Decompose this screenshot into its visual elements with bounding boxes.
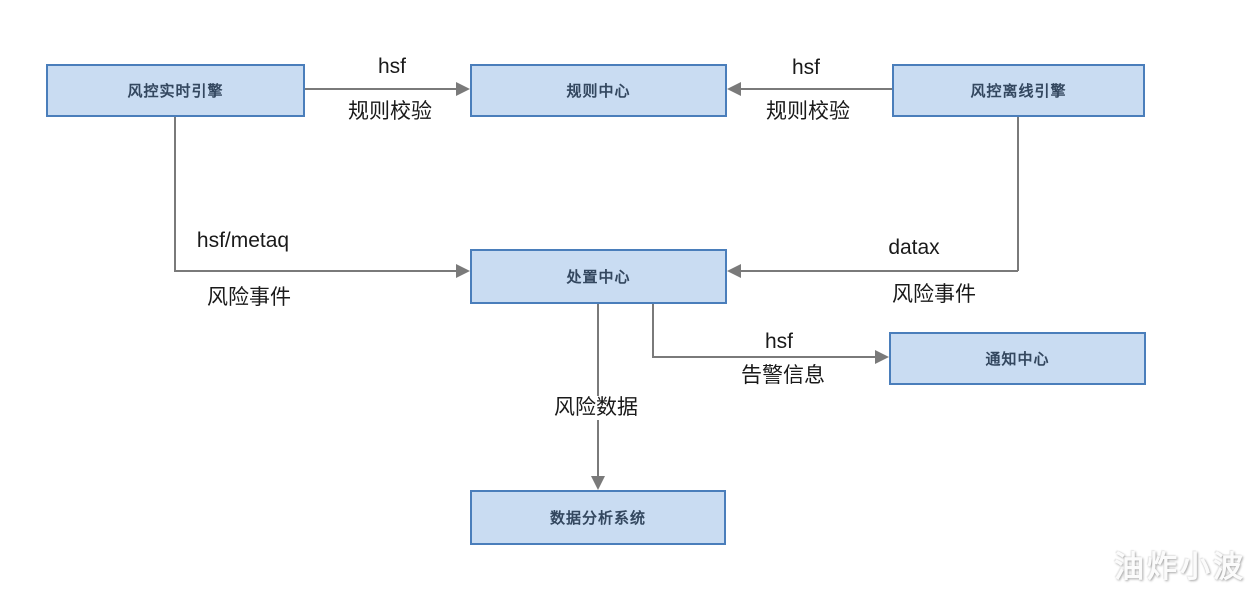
node-offline-engine[interactable]: 风控离线引擎	[892, 64, 1145, 117]
node-rule-center-label: 规则中心	[566, 83, 631, 100]
node-disposal-center-label: 处置中心	[566, 269, 631, 286]
edge-label-protocol-offline-rule: hsf	[788, 56, 824, 81]
edge-label-protocol-realtime-rule: hsf	[374, 55, 410, 80]
arrowhead-right-icon	[456, 264, 470, 278]
connector-disposal-to-notify-vertical	[652, 304, 654, 358]
edge-label-desc-realtime-rule: 规则校验	[345, 100, 435, 125]
edge-label-desc-realtime-disposal: 风险事件	[204, 286, 294, 311]
edge-label-desc-offline-disposal: 风险事件	[889, 283, 979, 308]
connector-offline-to-disposal-vertical	[1017, 117, 1019, 271]
connector-offline-to-rule	[741, 88, 892, 90]
arrowhead-down-icon	[591, 476, 605, 490]
node-realtime-engine-label: 风控实时引擎	[127, 83, 224, 100]
edge-label-desc-disposal-notify: 告警信息	[738, 364, 828, 389]
edge-label-desc-disposal-analysis: 风险数据	[551, 396, 641, 421]
connector-realtime-to-rule	[305, 88, 456, 90]
node-notify-center-label: 通知中心	[985, 351, 1050, 368]
node-notify-center[interactable]: 通知中心	[889, 332, 1146, 385]
node-realtime-engine[interactable]: 风控实时引擎	[46, 64, 305, 117]
edge-label-protocol-offline-disposal: datax	[885, 236, 943, 261]
node-rule-center[interactable]: 规则中心	[470, 64, 727, 117]
arrowhead-left-icon	[727, 264, 741, 278]
node-disposal-center[interactable]: 处置中心	[470, 249, 727, 304]
watermark: 油炸小波	[1114, 550, 1246, 585]
edge-label-protocol-disposal-notify: hsf	[761, 330, 797, 355]
connector-disposal-to-analysis-vertical	[597, 304, 599, 476]
connector-realtime-to-disposal-horizontal	[174, 270, 456, 272]
connector-disposal-to-notify-horizontal	[652, 356, 875, 358]
node-data-analysis-system[interactable]: 数据分析系统	[470, 490, 726, 545]
arrowhead-left-icon	[727, 82, 741, 96]
edge-label-protocol-realtime-disposal: hsf/metaq	[193, 229, 293, 254]
node-data-analysis-system-label: 数据分析系统	[549, 510, 646, 527]
connector-offline-to-disposal-horizontal	[741, 270, 1018, 272]
connector-realtime-to-disposal-vertical	[174, 117, 176, 271]
node-offline-engine-label: 风控离线引擎	[970, 83, 1067, 100]
arrowhead-right-icon	[456, 82, 470, 96]
edge-label-desc-offline-rule: 规则校验	[763, 100, 853, 125]
arrowhead-right-icon	[875, 350, 889, 364]
